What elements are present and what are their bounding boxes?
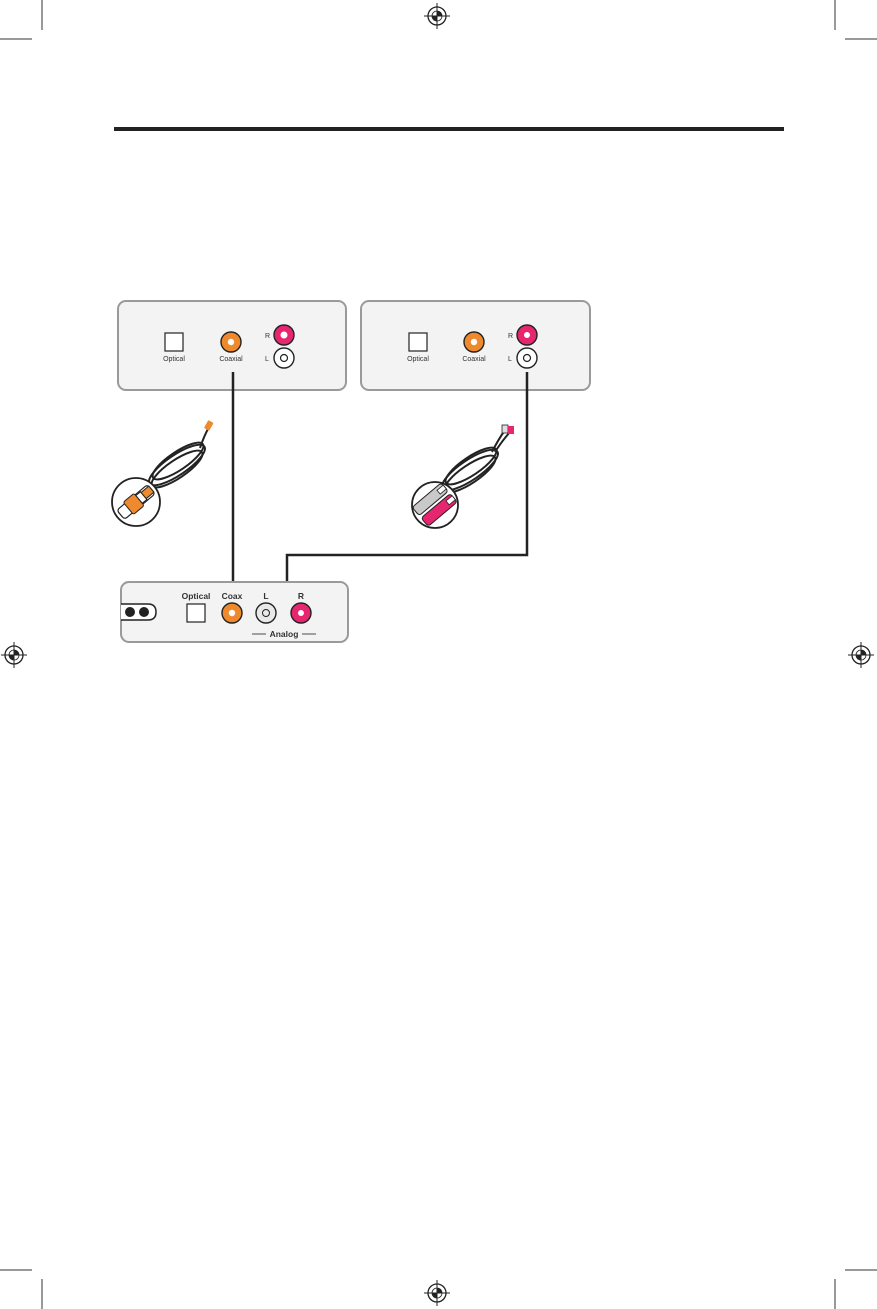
registration-mark-icon xyxy=(848,642,874,668)
target-device-panel: Optical Coax L R Analog xyxy=(121,582,348,642)
coaxial-cable-icon xyxy=(112,420,214,526)
left-label: L xyxy=(265,356,269,363)
right-label: R xyxy=(508,333,513,340)
source-device-2-panel: Optical Coaxial R L xyxy=(361,301,590,390)
header-rule xyxy=(114,127,784,131)
optical-label: Optical xyxy=(182,591,211,601)
registration-mark-icon xyxy=(424,1280,450,1306)
coaxial-label: Coaxial xyxy=(462,356,486,363)
analog-label: Analog xyxy=(270,629,299,639)
right-label: R xyxy=(265,333,270,340)
optical-label: Optical xyxy=(163,356,185,363)
analog-connection-line xyxy=(287,372,527,598)
optical-port xyxy=(165,333,183,351)
analog-left-port xyxy=(256,603,276,623)
registration-mark-icon xyxy=(1,642,27,668)
optical-label: Optical xyxy=(407,356,429,363)
registration-mark-icon xyxy=(424,3,450,29)
analog-left-port xyxy=(274,348,294,368)
right-label: R xyxy=(298,591,304,601)
coax-label: Coax xyxy=(222,591,243,601)
optical-port xyxy=(187,604,205,622)
connection-lines xyxy=(233,372,527,598)
stereo-rca-cable-icon xyxy=(412,425,514,528)
left-label: L xyxy=(508,356,512,363)
power-jack-icon xyxy=(121,604,156,620)
optical-port xyxy=(409,333,427,351)
coaxial-label: Coaxial xyxy=(219,356,243,363)
left-label: L xyxy=(263,591,268,601)
analog-left-port xyxy=(517,348,537,368)
